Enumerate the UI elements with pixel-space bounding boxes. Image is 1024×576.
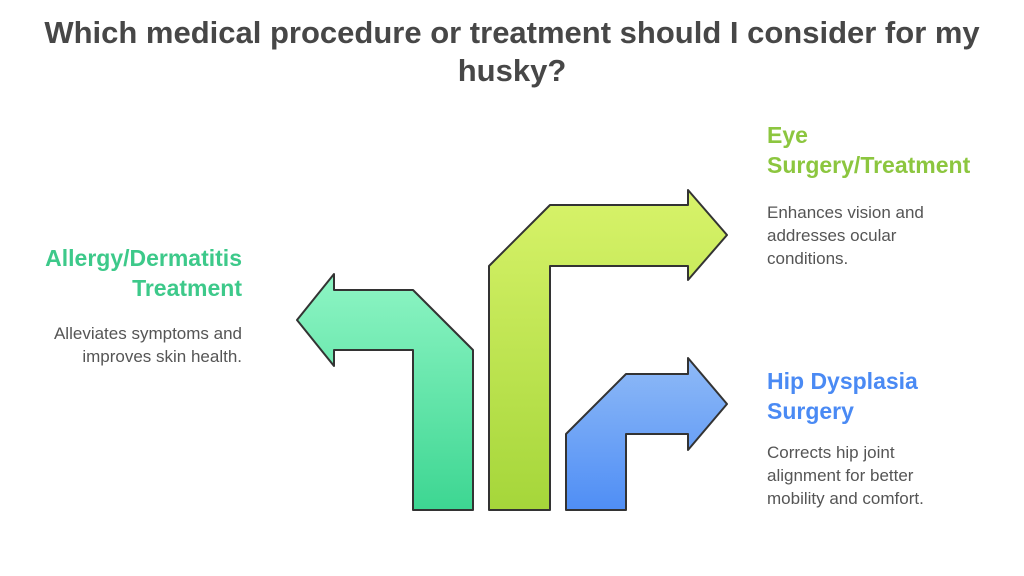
hip-description: Corrects hip joint alignment for better … xyxy=(767,443,924,508)
allergy-description: Alleviates symptoms and improves skin he… xyxy=(53,324,242,366)
eye-heading: Eye Surgery/Treatment xyxy=(767,122,971,178)
page-title: Which medical procedure or treatment sho… xyxy=(44,15,980,88)
hip-heading: Hip Dysplasia Surgery xyxy=(767,368,918,424)
allergy-heading: Allergy/Dermatitis Treatment xyxy=(45,245,242,301)
eye-arrow-icon xyxy=(488,189,728,511)
allergy-arrow-icon xyxy=(296,273,474,511)
eye-description: Enhances vision and addresses ocular con… xyxy=(767,203,924,268)
hip-arrow-icon xyxy=(565,357,728,511)
